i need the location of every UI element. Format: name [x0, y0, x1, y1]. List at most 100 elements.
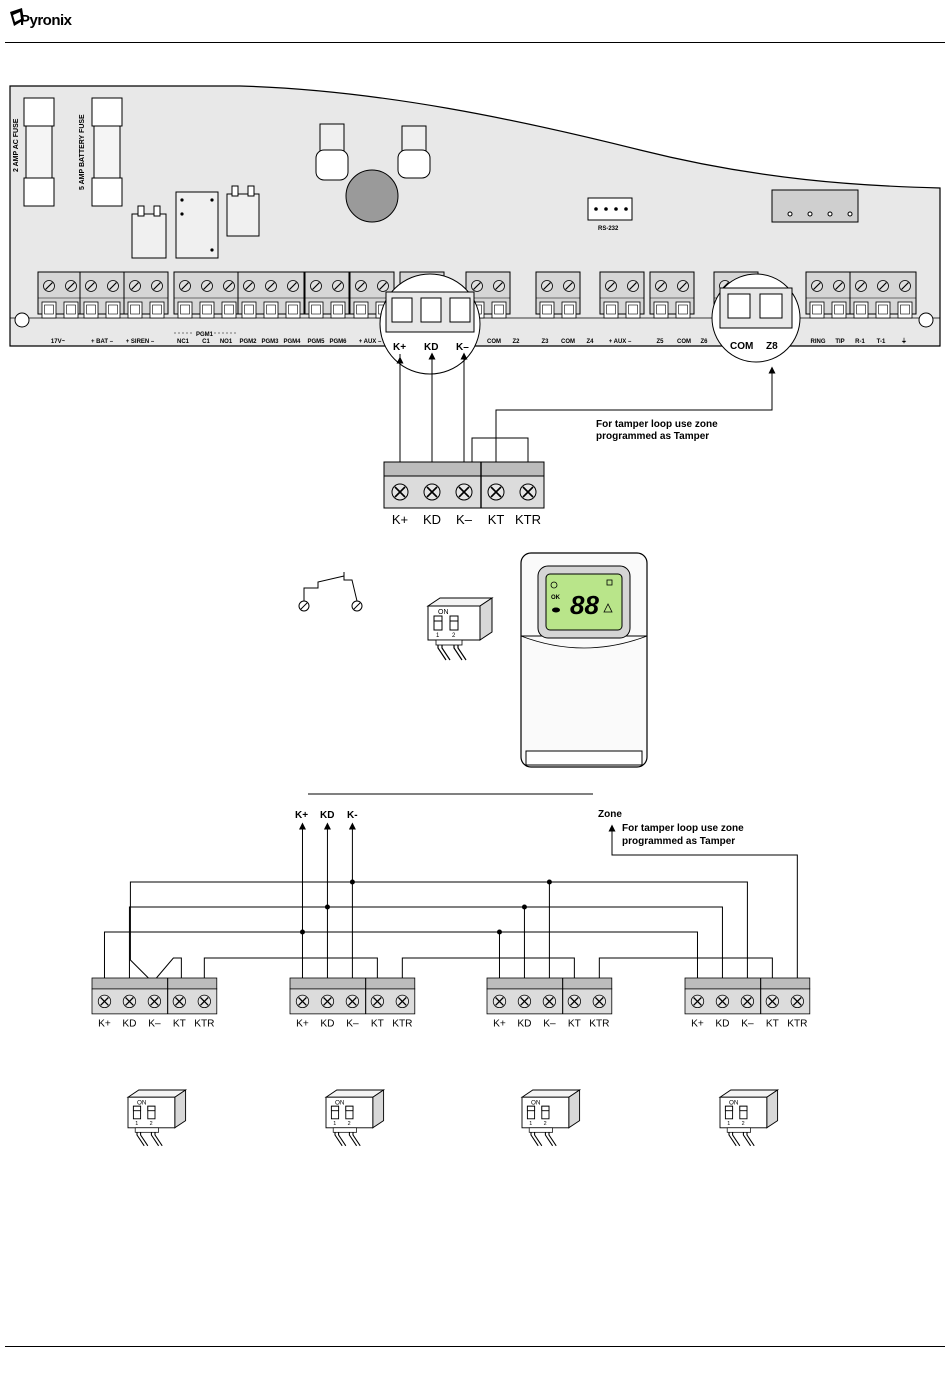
board-terminal-label: NC1 [177, 339, 190, 345]
board-terminal-screw[interactable] [562, 279, 576, 293]
board-terminal-screw[interactable] [540, 279, 554, 293]
keypad-terminal-label: KTR [787, 1018, 807, 1029]
board-terminal-label: T-1 [877, 339, 886, 345]
board-terminal-screw[interactable] [492, 279, 506, 293]
keypad-terminal-screw[interactable] [765, 994, 780, 1009]
keypad-terminal-screw[interactable] [487, 483, 505, 501]
keypad-terminal-screw[interactable] [542, 994, 557, 1009]
board-terminal-screw[interactable] [470, 279, 484, 293]
board-terminal-group [805, 271, 851, 319]
board-terminal-slot [897, 301, 913, 319]
keypad-terminal-label: K+ [493, 1018, 506, 1029]
keypad-terminal-screw[interactable] [690, 994, 705, 1009]
keypad-terminal-screw[interactable] [592, 994, 607, 1009]
board-terminal-screw[interactable] [264, 279, 278, 293]
board-terminal-screw[interactable] [42, 279, 56, 293]
board-terminal-screw[interactable] [626, 279, 640, 293]
keypad-terminal-label: K– [543, 1018, 556, 1029]
dip-on-label: ON [729, 1099, 739, 1106]
board-terminal-screw[interactable] [64, 279, 78, 293]
keypad-terminal-screw[interactable] [567, 994, 582, 1009]
keypad-terminal-screw[interactable] [197, 994, 212, 1009]
bus-label-kminus: K- [347, 810, 358, 821]
keypad-terminal-screw[interactable] [740, 994, 755, 1009]
keypad-terminal-screw[interactable] [715, 994, 730, 1009]
keypad-terminal-screw[interactable] [391, 483, 409, 501]
board-terminal-screw[interactable] [309, 279, 323, 293]
board-terminal-slot [263, 301, 279, 319]
keypad-terminal-screw[interactable] [517, 994, 532, 1009]
board-terminal-screw[interactable] [331, 279, 345, 293]
keypad-terminal-screw[interactable] [370, 994, 385, 1009]
board-terminal-label: NO1 [220, 339, 233, 345]
board-terminal-screw[interactable] [128, 279, 142, 293]
board-terminal-screw[interactable] [354, 279, 368, 293]
board-terminal-screw[interactable] [604, 279, 618, 293]
header-rule [5, 42, 945, 43]
keypad-terminal-screw[interactable] [97, 994, 112, 1009]
board-terminal-slot [221, 301, 237, 319]
board-terminal-screw[interactable] [84, 279, 98, 293]
bus-wire [128, 906, 723, 978]
board-terminal-screw[interactable] [376, 279, 390, 293]
board-terminal-slot [539, 301, 555, 319]
board-terminal-slot [149, 301, 165, 319]
lcd-ok-indicator: OK [551, 595, 561, 601]
keypad-terminal-label: K– [456, 512, 473, 527]
keypad-terminal-screw[interactable] [320, 994, 335, 1009]
board-terminal-screw[interactable] [676, 279, 690, 293]
keypad-terminal-screw[interactable] [345, 994, 360, 1009]
keypad-terminal-screw[interactable] [122, 994, 137, 1009]
keypad-terminal-label: KTR [392, 1018, 412, 1029]
keypad-terminal-screw[interactable] [492, 994, 507, 1009]
keypad-terminal-screw[interactable] [172, 994, 187, 1009]
keypad-terminal-label: KT [371, 1018, 384, 1029]
board-terminal-screw[interactable] [876, 279, 890, 293]
board-terminal-screw[interactable] [810, 279, 824, 293]
keypad-terminal-screw[interactable] [395, 994, 410, 1009]
board-terminal-screw[interactable] [150, 279, 164, 293]
keypad-terminal-screw[interactable] [519, 483, 537, 501]
board-terminal-screw[interactable] [178, 279, 192, 293]
board-terminal-screw[interactable] [200, 279, 214, 293]
keypad-terminal-label: K– [346, 1018, 359, 1029]
bus-wire [129, 881, 748, 979]
board-terminal-screw[interactable] [222, 279, 236, 293]
board-terminal-screw[interactable] [832, 279, 846, 293]
tamper-note-line1: For tamper loop use zone [596, 419, 718, 430]
dip-on-label: ON [137, 1099, 147, 1106]
keypad-terminal-screw[interactable] [295, 994, 310, 1009]
keypad-terminal-screw[interactable] [455, 483, 473, 501]
board-terminal-label: C1 [202, 339, 210, 345]
board-terminal-screw[interactable] [286, 279, 300, 293]
zoom-label-kd: KD [424, 342, 438, 353]
wire-junction [349, 879, 355, 885]
keypad-terminal-screw[interactable] [147, 994, 162, 1009]
keypad-terminal-label: K– [741, 1018, 754, 1029]
board-terminal-screw[interactable] [854, 279, 868, 293]
dip-sw1-label: 1 [436, 633, 440, 639]
bus-wire [401, 957, 575, 978]
keypad-terminal-screw[interactable] [790, 994, 805, 1009]
wire-junction [299, 929, 305, 935]
board-terminal-label: Z6 [700, 339, 708, 345]
keypad-terminal-label: K+ [691, 1018, 704, 1029]
board-terminal-screw[interactable] [898, 279, 912, 293]
board-terminal-screw[interactable] [242, 279, 256, 293]
board-terminal-screw[interactable] [654, 279, 668, 293]
keypad-terminal-screw[interactable] [423, 483, 441, 501]
keypad-terminal-label: K+ [98, 1018, 111, 1029]
board-terminal-label: PGM2 [239, 339, 257, 345]
board-terminal-screw[interactable] [106, 279, 120, 293]
dip-sw2-label: 2 [742, 1121, 745, 1127]
brand-name: Pyronix [20, 12, 72, 29]
dip-sw1-label: 1 [333, 1121, 336, 1127]
dip-switch-single: ON 1 2 [427, 597, 493, 661]
board-terminal-label: Z5 [656, 339, 664, 345]
wire-junction [546, 879, 552, 885]
